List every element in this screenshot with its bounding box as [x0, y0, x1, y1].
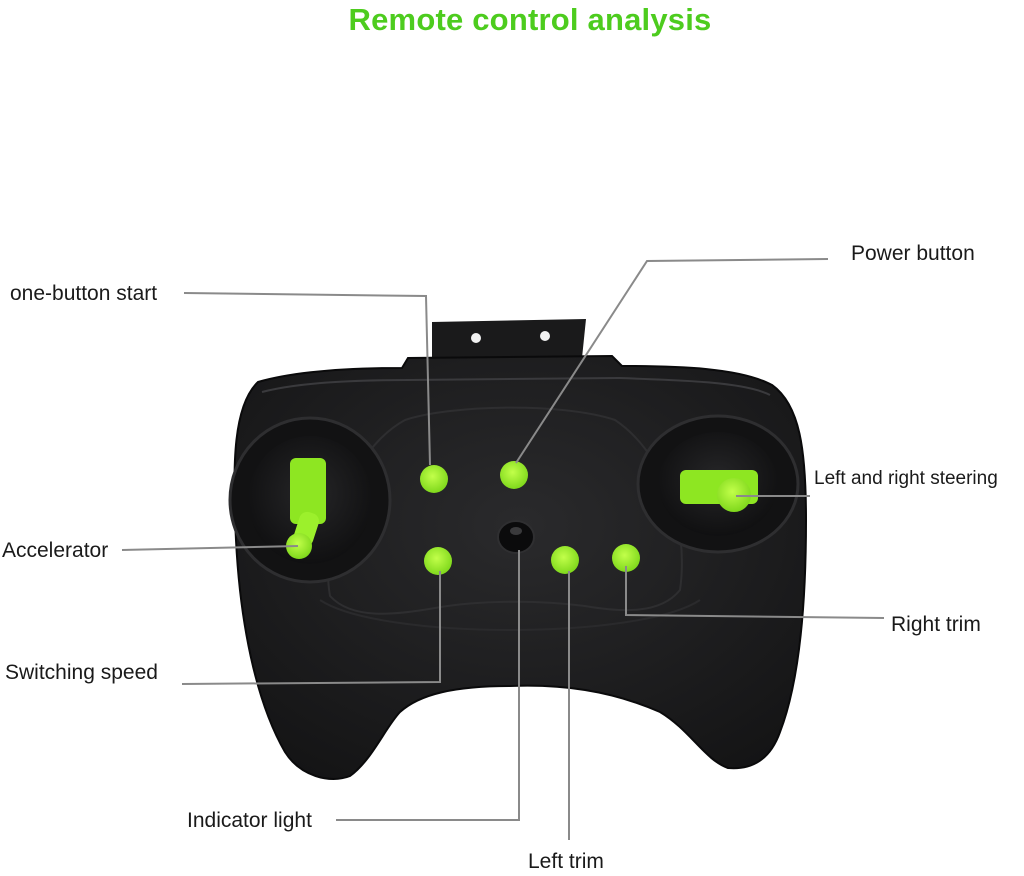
face-panel: [327, 406, 683, 615]
indicator-light: [497, 520, 535, 554]
label-one-button-start: one-button start: [10, 282, 158, 305]
left-trim-button[interactable]: [551, 546, 579, 574]
label-left-trim: Left trim: [528, 850, 604, 873]
power-button[interactable]: [500, 461, 528, 489]
left-stick[interactable]: [228, 416, 392, 584]
leader-accelerator: [121, 545, 299, 551]
accelerator-stick-knob: [286, 533, 312, 559]
leader-lines: [121, 258, 885, 840]
face-curve: [319, 599, 701, 631]
right-trim-button[interactable]: [612, 544, 640, 572]
switching-speed-button[interactable]: [424, 547, 452, 575]
leader-power-button: [515, 258, 829, 464]
label-power-button: Power button: [851, 242, 975, 265]
leader-switching-speed: [181, 571, 441, 685]
mount-hole: [471, 333, 481, 343]
right-stick[interactable]: [636, 414, 800, 554]
antenna-mount: [432, 319, 586, 360]
leader-right-trim: [625, 566, 885, 619]
one-button-start-button[interactable]: [420, 465, 448, 493]
leader-indicator-light: [336, 550, 520, 821]
accelerator-stick-shaft: [290, 458, 326, 524]
body-ridge: [261, 376, 771, 396]
leader-one-button-start: [183, 292, 431, 466]
mount-hole: [540, 331, 550, 341]
label-accelerator: Accelerator: [2, 539, 109, 562]
label-switching-speed: Switching speed: [5, 661, 158, 684]
label-left-right-steering: Left and right steering: [814, 468, 998, 489]
diagram-title: Remote control analysis: [348, 2, 712, 37]
label-indicator-light: Indicator light: [187, 809, 312, 832]
label-right-trim: Right trim: [891, 613, 981, 636]
steering-stick-knob: [717, 478, 751, 512]
